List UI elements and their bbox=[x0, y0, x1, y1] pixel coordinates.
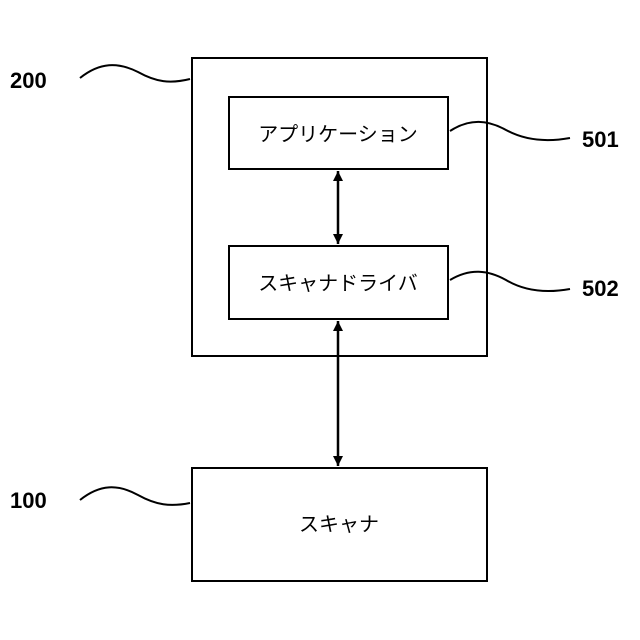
scanner-driver-label: スキャナドライバ bbox=[258, 271, 418, 295]
host-device-box bbox=[192, 58, 487, 356]
leader-line-100 bbox=[80, 487, 190, 505]
ref-200: 200 bbox=[10, 68, 47, 93]
scanner-label: スキャナ bbox=[299, 512, 379, 536]
ref-502: 502 bbox=[582, 276, 619, 301]
leader-line-501 bbox=[450, 122, 570, 140]
ref-100: 100 bbox=[10, 488, 47, 513]
ref-501: 501 bbox=[582, 127, 619, 152]
leader-line-200 bbox=[80, 65, 190, 82]
application-label: アプリケーション bbox=[258, 122, 418, 146]
leader-line-502 bbox=[450, 272, 570, 291]
